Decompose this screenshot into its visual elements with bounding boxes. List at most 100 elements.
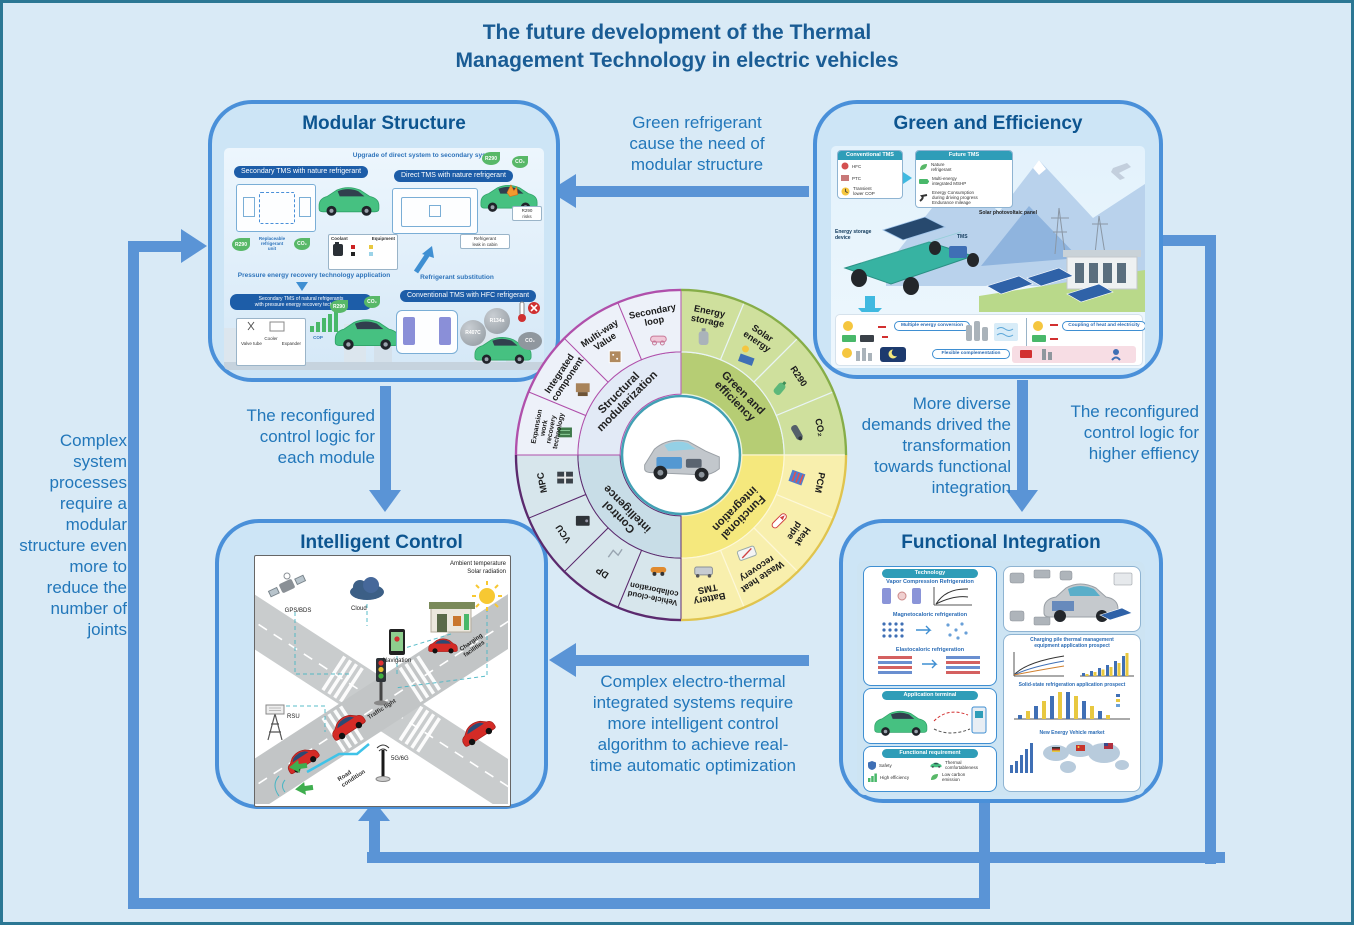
panel-green-efficiency: Green and Efficiency <box>813 100 1163 379</box>
secondary-schematic <box>236 184 316 232</box>
modular-title: Modular Structure <box>302 113 466 134</box>
cooler-icon <box>247 321 285 332</box>
cop-bars <box>310 310 338 332</box>
future-tms-header: Future TMS <box>916 151 1012 160</box>
refrigerant-sub-note: Refrigerant substitution <box>420 274 494 281</box>
schematic-loop <box>401 197 471 227</box>
conventional-tms-box: Conventional TMS HFC PTC Transient lower… <box>837 150 903 199</box>
co2-leaf-bottom: CO₂ <box>364 296 380 308</box>
hvac-panel <box>439 317 451 345</box>
conversion-pill: Multiple energy conversion <box>894 321 970 331</box>
co2-leaf: CO₂ <box>512 156 528 168</box>
req-safety: Safety <box>879 762 892 768</box>
caption-functional-to-modular: Complex system processes require a modul… <box>19 431 127 639</box>
equipment-label: Equipment <box>371 236 395 241</box>
green-car-burning <box>480 184 538 213</box>
connector-up-arrow-shaft <box>369 819 380 857</box>
r290-leaf: R290 <box>482 152 500 165</box>
tech-item-vapor: Vapor Compression Refrigeration <box>886 579 974 585</box>
leak-box: Refrigerant leak in cabin <box>460 234 510 249</box>
r290-cylinder-icon <box>773 381 787 396</box>
arrowhead-functional-to-intelligent <box>549 643 576 677</box>
vehicle-cloud-icon <box>650 566 667 576</box>
heat-pipe-icon <box>771 513 787 529</box>
tms-topic-wheel: Energystorage Solarenergy R290 CO₂ PCM H… <box>514 288 848 622</box>
hvac-panel <box>403 317 415 345</box>
magnetocaloric-diagram <box>882 622 968 640</box>
wheel-seg-label-expansion: Expansionworkrecoverytechnology <box>530 408 566 450</box>
vehicle-components-diagram <box>1009 569 1133 626</box>
solar-energy-icon <box>738 345 755 366</box>
wheel-seg-label-battery-tms: BatteryTMS <box>690 581 726 607</box>
connector-left-vertical <box>128 241 139 909</box>
green-car-secondary <box>318 187 380 217</box>
arrow-green-to-functional-shaft <box>1017 380 1028 492</box>
green-car-pressure <box>334 319 400 351</box>
r290-leaf-bottom: R290 <box>330 300 348 313</box>
req-carbon: Low carbon emission <box>942 772 966 782</box>
functional-title: Functional Integration <box>901 532 1101 553</box>
road-icon <box>919 193 928 202</box>
arrowhead-green-to-functional <box>1006 490 1038 512</box>
dp-icon <box>607 548 623 558</box>
caption-green-to-intelligent: The reconfigured control logic for highe… <box>1070 402 1199 463</box>
vehicle-components-box <box>1003 566 1141 632</box>
conventional-tms-pill: Conventional TMS with HFC refrigerant <box>400 290 537 302</box>
secondary-loop-icon <box>650 335 667 346</box>
caption-modular-to-intelligent: The reconfigured control logic for each … <box>246 406 375 467</box>
panel-intelligent-control: Intelligent Control <box>215 519 548 809</box>
heat-source-icons <box>1032 321 1058 342</box>
gps-satellite-icon <box>267 572 307 598</box>
small-down-arrow <box>296 282 308 291</box>
technology-header: Technology <box>881 569 979 578</box>
cop-label: COP <box>313 335 323 340</box>
day-night-icons <box>842 347 906 362</box>
coolant-legend-icons <box>333 241 373 256</box>
rsu-label: RSU <box>287 714 300 720</box>
shield-icon <box>868 760 876 770</box>
clock-icon <box>841 187 850 195</box>
expander-label: Expander <box>281 341 301 346</box>
mpc-icon <box>557 471 573 484</box>
panel-functional-integration: Functional Integration Technology Vapor … <box>839 519 1163 803</box>
req-comfort: Thermal comfortableness <box>945 760 979 770</box>
thermometer-cross-icon <box>518 301 540 322</box>
caption-green-to-modular: Green refrigerant cause the need of modu… <box>629 113 765 174</box>
cooler-label: Cooler <box>264 335 278 341</box>
traffic-light-icon <box>374 658 388 706</box>
wheel-seg-label-co2: CO₂ <box>813 418 826 438</box>
direct-tms-pill: Direct TMS with nature refrigerant <box>394 170 513 182</box>
row-energy: Energy Consumption during driving progre… <box>932 190 978 205</box>
application-diagram <box>874 706 987 737</box>
charging-station-icon <box>429 602 475 633</box>
tech-item-magneto: Magnetocaloric refrigeration <box>892 612 968 618</box>
nav-label: Navigation <box>382 658 412 664</box>
r290-risk-box: R290 risks <box>512 206 542 221</box>
row-mshp: Multi-energy integrated MSHP <box>932 176 967 186</box>
navigation-phone-icon <box>389 629 405 655</box>
arrow-modular-to-intelligent-shaft <box>380 386 391 492</box>
solar-battery-icons <box>842 321 888 342</box>
secondary-pressure-pill: Secondary TMS of natural refrigerants wi… <box>230 294 372 310</box>
expansion-work-icon <box>558 427 572 438</box>
caption-green-to-functional: More diverse demands drived the transfor… <box>861 394 1011 497</box>
connector-bottom-upper-horizontal <box>367 852 1225 863</box>
charging-bar-chart <box>1080 653 1134 677</box>
coolant-legend-box: Coolant Equipment <box>328 234 398 270</box>
coolant-label: Coolant <box>331 236 348 241</box>
prospect2-title: Solid-state refrigeration application pr… <box>1018 682 1126 688</box>
connector-bottom-lower-horizontal <box>128 898 990 909</box>
pcm-icon <box>788 469 806 486</box>
energy-strip: Multiple energy conversion Coupling of h… <box>835 314 1145 366</box>
low-carbon-leaf-icon <box>931 774 938 780</box>
strip-divider <box>1026 318 1027 346</box>
schematic-block <box>243 197 255 217</box>
sun-icon <box>472 581 502 611</box>
waste-heat-icon <box>736 545 757 561</box>
gps-label: GPS/BDS <box>284 608 312 614</box>
cloud-icon <box>350 577 384 600</box>
wheel-seg-label-mpc: MPC <box>535 471 549 494</box>
solid-state-bar-chart <box>1014 692 1130 720</box>
secondary-tms-pill: Secondary TMS with nature refrigerant <box>234 166 369 178</box>
